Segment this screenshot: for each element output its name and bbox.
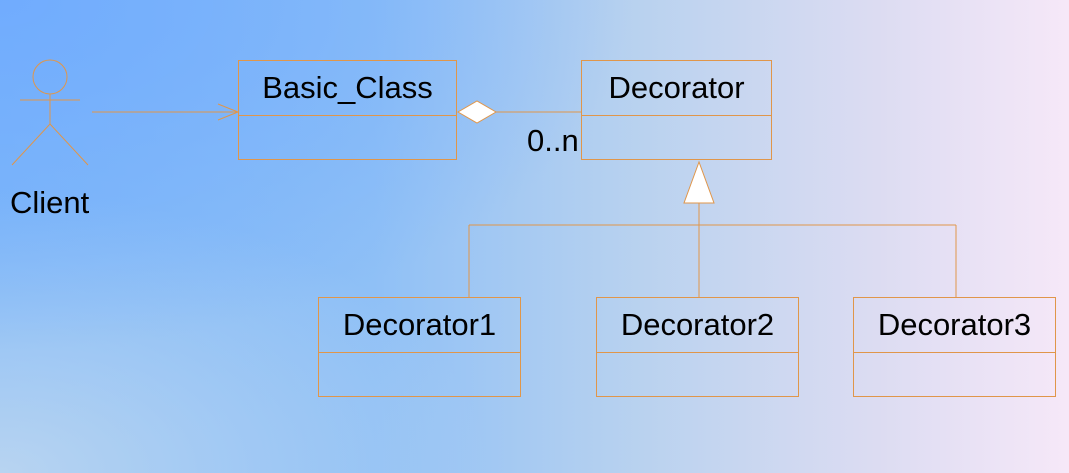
decorator3-class-box: Decorator3 [853, 297, 1056, 397]
basic-class-name: Basic_Class [239, 61, 456, 116]
multiplicity-label: 0..n [527, 123, 579, 158]
basic-class-box: Basic_Class [238, 60, 457, 160]
client-label: Client [10, 185, 90, 220]
inheritance-connector [468, 160, 957, 297]
decorator1-class-box: Decorator1 [318, 297, 521, 397]
decorator1-class-name: Decorator1 [319, 298, 520, 353]
association-arrow [92, 103, 240, 121]
client-actor-icon [11, 59, 89, 166]
decorator2-class-name: Decorator2 [597, 298, 798, 353]
generalization-triangle-icon [683, 160, 715, 204]
decorator-class-box: Decorator [581, 60, 772, 160]
aggregation-diamond-icon [457, 100, 497, 124]
aggregation-connector [457, 100, 581, 124]
decorator2-class-box: Decorator2 [596, 297, 799, 397]
decorator3-class-name: Decorator3 [854, 298, 1055, 353]
decorator-class-name: Decorator [582, 61, 771, 116]
